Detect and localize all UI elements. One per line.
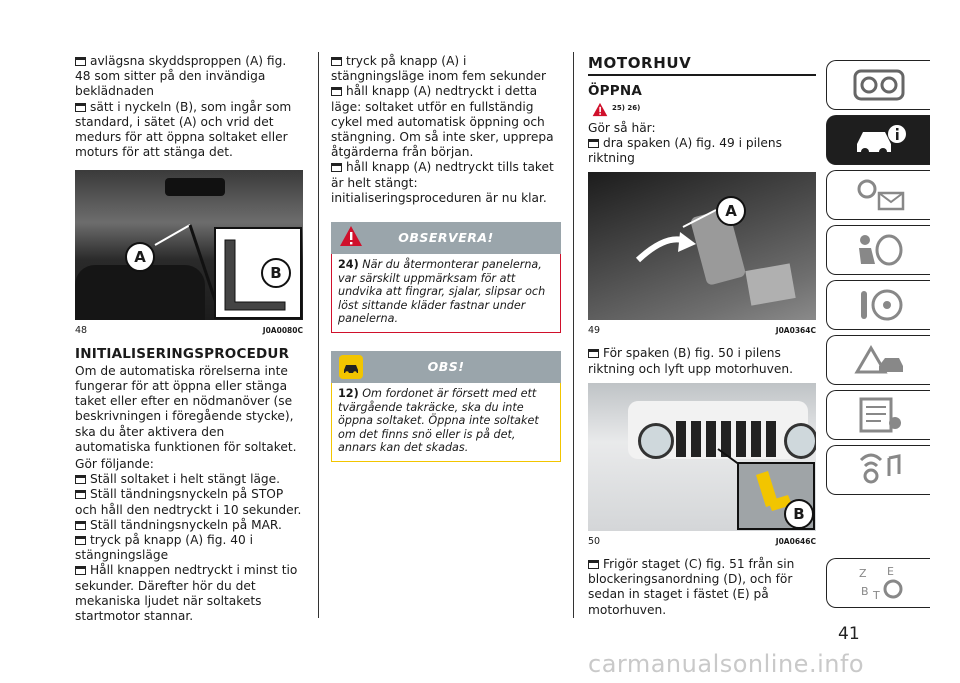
column-2: tryck på knapp (A) i stängningsläge inom… (331, 54, 561, 462)
page-number: 41 (838, 624, 860, 644)
bullet-item: Ställ tändningsnyckeln på MAR. (75, 518, 303, 533)
bullet-item: Frigör staget (C) fig. 51 från sin block… (588, 557, 795, 617)
note-body: 24) När du återmonterar panelerna, var s… (331, 254, 561, 333)
safety-icon (858, 234, 902, 266)
bullet-icon (331, 57, 342, 66)
tab-car-info[interactable] (826, 115, 930, 165)
column-divider (318, 52, 319, 618)
bullet-item: Ställ tändningsnyckeln på STOP och håll … (75, 487, 302, 517)
car-care-icon (339, 355, 363, 379)
paragraph: Gör följande: (75, 457, 154, 472)
car-info-icon (856, 125, 906, 156)
label-b: B (784, 498, 814, 529)
warning-icon (853, 345, 903, 374)
column-1: avlägsna skyddsproppen (A) fig. 48 som s… (75, 54, 303, 624)
tab-lights[interactable] (826, 170, 930, 220)
warning-triangle-icon (592, 102, 608, 116)
bullet-item: dra spaken (A) fig. 49 i pilens riktning (588, 135, 782, 166)
bullet-icon (75, 102, 86, 112)
tab-steering[interactable] (826, 280, 930, 330)
pointer-lines (154, 224, 302, 320)
bullet-icon (588, 138, 599, 148)
label-b: B (261, 258, 291, 289)
note-body: 12) Om fordonet är försett med ett tvärg… (331, 383, 561, 462)
column-divider (573, 52, 574, 618)
svg-text:E: E (887, 565, 894, 578)
bullet-item: sätt i nyckeln (B), som ingår som standa… (75, 99, 292, 160)
subheading: ÖPPNA (588, 83, 643, 100)
bullet-icon (75, 566, 86, 576)
bullet-icon (588, 349, 599, 359)
tab-warning[interactable] (826, 335, 930, 385)
arrow-overlay (635, 209, 717, 263)
multimedia-icon (859, 453, 900, 484)
section-heading: INITIALISERINGSPROCEDUR (75, 345, 290, 362)
note-header: OBS! (331, 351, 561, 383)
figure-49-hood-lever: A (588, 172, 816, 321)
bullet-icon (75, 520, 86, 530)
inset-overlay (717, 448, 815, 530)
bullet-icon (75, 475, 86, 485)
label-a: A (716, 196, 746, 227)
bullet-item: tryck på knapp (A) fig. 40 i stängningsl… (75, 533, 253, 563)
bullet-icon (75, 536, 86, 546)
tab-dashboard[interactable] (826, 60, 930, 110)
bullet-icon (75, 490, 86, 500)
note-header: OBSERVERA! (331, 222, 561, 255)
bullet-icon (588, 560, 599, 570)
bullet-item: håll knapp (A) nedtryckt i detta läge: s… (331, 84, 554, 160)
figure-50-jeep-front: B (588, 382, 816, 531)
tab-multimedia[interactable] (826, 445, 930, 495)
steering-icon (860, 289, 902, 321)
column-3: MOTORHUV ÖPPNA 25) 26) Gör så här: dra s… (588, 55, 816, 618)
bullet-icon (75, 57, 86, 66)
dashboard-icon (853, 69, 904, 101)
tab-safety[interactable] (826, 225, 930, 275)
tab-maintenance[interactable] (826, 390, 930, 440)
bullet-icon (331, 163, 342, 173)
lights-icon (857, 179, 904, 211)
bullet-icon (331, 87, 342, 97)
bullet-item: Håll knappen nedtryckt i minst tio sekun… (75, 563, 298, 624)
paragraph: Om de automatiska rörelserna inte funger… (75, 363, 297, 454)
paragraph: Gör så här: (588, 120, 656, 135)
bullet-item: Ställ soltaket i helt stängt läge. (75, 472, 303, 487)
bullet-item: För spaken (B) fig. 50 i pilens riktning… (588, 346, 793, 376)
info-note: OBS! 12) Om fordonet är försett med ett … (331, 351, 561, 462)
svg-text:B: B (861, 585, 869, 598)
watermark: carmanualsonline.info (588, 650, 865, 678)
warning-note: OBSERVERA! 24) När du återmonterar panel… (331, 222, 561, 333)
bullet-item: håll knapp (A) nedtryckt tills taket är … (331, 160, 554, 205)
bullet-item: tryck på knapp (A) i stängningsläge inom… (331, 54, 547, 84)
figure-48-sunroof-plug: A B (75, 170, 303, 321)
reference-row: 25) 26) (592, 101, 816, 116)
label-a: A (125, 242, 155, 273)
warning-triangle-icon (340, 226, 362, 247)
maintenance-icon (859, 397, 901, 433)
chapter-heading: MOTORHUV (588, 55, 816, 77)
svg-text:T: T (872, 589, 880, 602)
bullet-item: avlägsna skyddsproppen (A) fig. 48 som s… (75, 54, 287, 99)
svg-text:Z: Z (859, 567, 867, 580)
